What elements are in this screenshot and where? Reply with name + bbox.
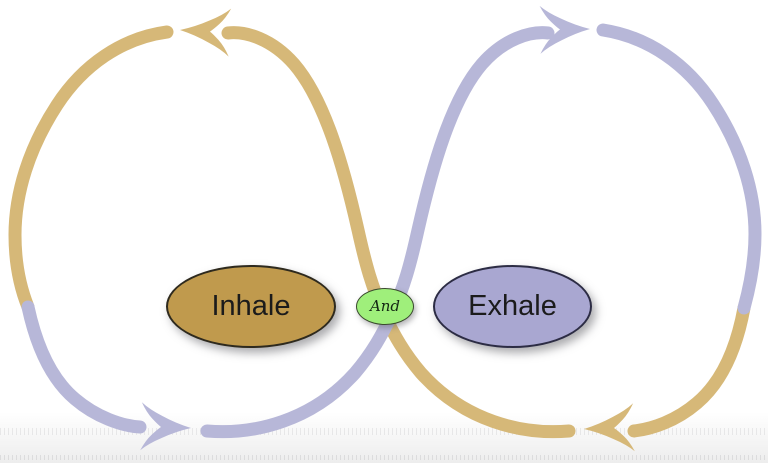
arrowhead-bottom-right [583, 403, 635, 453]
purple-bottom-left-stroke [21, 300, 147, 434]
tan-bottom-right-stroke [627, 301, 751, 438]
speckle-texture-line [0, 428, 768, 435]
and-label: And [369, 297, 401, 315]
inhale-node: Inhale [166, 265, 336, 348]
exhale-label: Exhale [468, 290, 557, 322]
speckle-texture-line [0, 455, 768, 460]
exhale-node: Exhale [433, 265, 592, 348]
tan-bottom-to-topleft-stroke [221, 26, 576, 439]
and-connector-node: And [356, 288, 414, 325]
purple-right-side-stroke [596, 23, 762, 315]
inhale-label: Inhale [211, 290, 291, 322]
tan-left-side-stroke [8, 25, 174, 314]
arrowhead-bottom-left [140, 402, 192, 452]
purple-bottom-to-topright-stroke [200, 26, 555, 439]
